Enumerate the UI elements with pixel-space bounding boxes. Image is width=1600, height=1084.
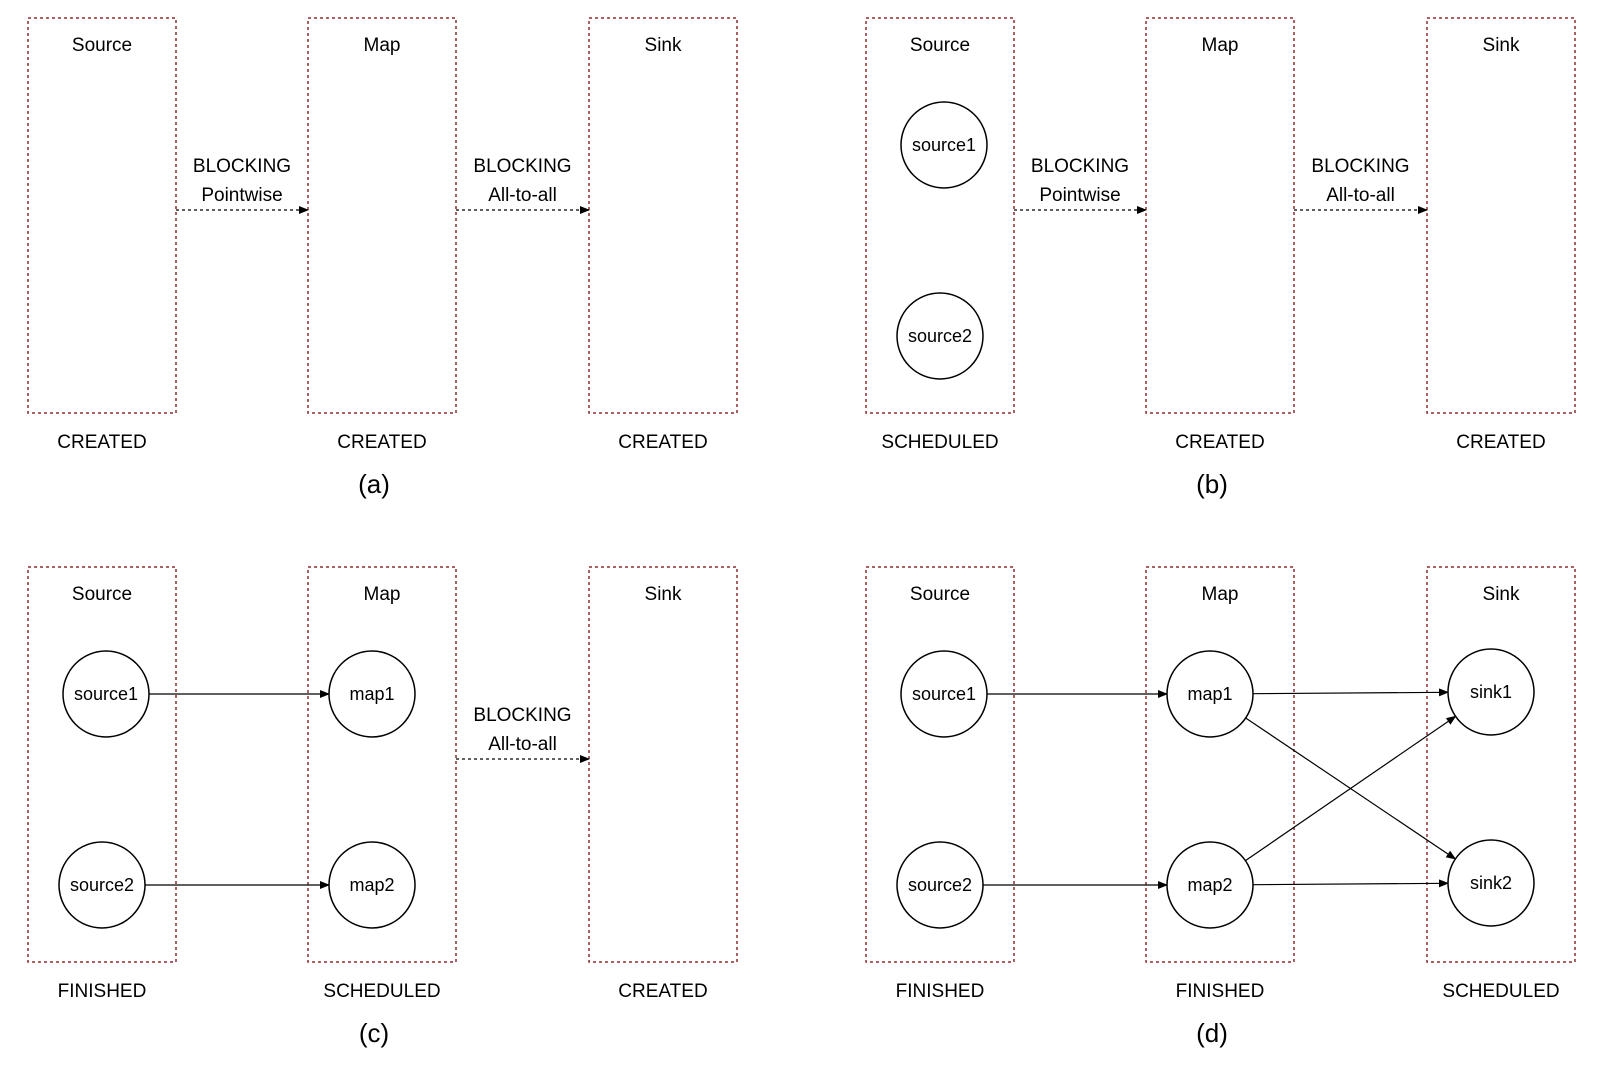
- vertex-state: FINISHED: [1176, 981, 1265, 1002]
- vertex-state: SCHEDULED: [881, 432, 998, 453]
- vertex-state: CREATED: [1175, 432, 1264, 453]
- task-edge-map2-to-sink1: [1245, 715, 1457, 862]
- vertex-box-sink: [588, 566, 738, 963]
- edge-result-type: BLOCKING: [193, 156, 291, 177]
- task-node-label: source1: [74, 684, 138, 704]
- vertex-title: Map: [364, 35, 401, 56]
- task-node-label: map1: [1187, 684, 1232, 704]
- vertex-state: CREATED: [57, 432, 146, 453]
- task-node-label: sink1: [1470, 682, 1512, 702]
- task-node-sink2: [1447, 839, 1535, 927]
- vertex-state: CREATED: [618, 981, 707, 1002]
- task-node-label: source2: [70, 875, 134, 895]
- vertex-box-source: [27, 17, 177, 414]
- task-node-label: map2: [1187, 875, 1232, 895]
- vertex-state: FINISHED: [58, 981, 147, 1002]
- vertex-state: SCHEDULED: [1442, 981, 1559, 1002]
- vertex-title: Sink: [645, 35, 682, 56]
- task-node-label: sink2: [1470, 873, 1512, 893]
- task-node-label: map1: [349, 684, 394, 704]
- vertex-state: FINISHED: [896, 981, 985, 1002]
- vertex-box-map: [1145, 566, 1295, 963]
- edge-distribution-pattern: Pointwise: [1039, 185, 1120, 206]
- vertex-box-sink: [588, 17, 738, 414]
- edge-distribution-pattern: Pointwise: [201, 185, 282, 206]
- task-node-label: source1: [912, 684, 976, 704]
- vertex-title: Source: [910, 584, 970, 605]
- edge-result-type: BLOCKING: [473, 705, 571, 726]
- task-node-map2: [1166, 841, 1254, 929]
- task-node-source1: [900, 101, 988, 189]
- vertex-state: CREATED: [1456, 432, 1545, 453]
- vertex-title: Sink: [1483, 35, 1520, 56]
- vertex-state: CREATED: [618, 432, 707, 453]
- vertex-title: Sink: [1483, 584, 1520, 605]
- task-edge-map2-to-sink2: [1252, 879, 1450, 888]
- task-node-map1: [328, 650, 416, 738]
- vertex-box-sink: [1426, 17, 1576, 414]
- edge-distribution-pattern: All-to-all: [488, 734, 557, 755]
- panel-caption: (a): [358, 469, 390, 499]
- task-node-label: source2: [908, 326, 972, 346]
- panel-caption: (c): [359, 1018, 389, 1048]
- task-node-map1: [1166, 650, 1254, 738]
- vertex-box-source: [865, 566, 1015, 963]
- vertex-title: Source: [72, 35, 132, 56]
- task-node-sink1: [1447, 648, 1535, 736]
- task-node-label: source2: [908, 875, 972, 895]
- edge-distribution-pattern: All-to-all: [488, 185, 557, 206]
- vertex-box-map: [307, 566, 457, 963]
- vertex-title: Map: [364, 584, 401, 605]
- task-node-source1: [62, 650, 150, 738]
- vertex-box-source: [27, 566, 177, 963]
- task-node-source2: [896, 292, 984, 380]
- vertex-title: Sink: [645, 584, 682, 605]
- edge-result-type: BLOCKING: [473, 156, 571, 177]
- vertex-title: Source: [910, 35, 970, 56]
- panel-caption: (b): [1196, 469, 1228, 499]
- vertex-box-source: [865, 17, 1015, 414]
- task-edge-map1-to-sink1: [1252, 688, 1450, 697]
- task-node-label: source1: [912, 135, 976, 155]
- vertex-title: Map: [1202, 35, 1239, 56]
- task-node-source2: [58, 841, 146, 929]
- task-node-label: map2: [349, 875, 394, 895]
- task-node-source1: [900, 650, 988, 738]
- edge-result-type: BLOCKING: [1031, 156, 1129, 177]
- vertex-box-sink: [1426, 566, 1576, 963]
- vertex-title: Map: [1202, 584, 1239, 605]
- panel-caption: (d): [1196, 1018, 1228, 1048]
- vertex-box-map: [307, 17, 457, 414]
- task-node-map2: [328, 841, 416, 929]
- vertex-state: CREATED: [337, 432, 426, 453]
- edge-distribution-pattern: All-to-all: [1326, 185, 1395, 206]
- vertex-box-map: [1145, 17, 1295, 414]
- vertex-title: Source: [72, 584, 132, 605]
- edge-result-type: BLOCKING: [1311, 156, 1409, 177]
- task-node-source2: [896, 841, 984, 929]
- vertex-state: SCHEDULED: [323, 981, 440, 1002]
